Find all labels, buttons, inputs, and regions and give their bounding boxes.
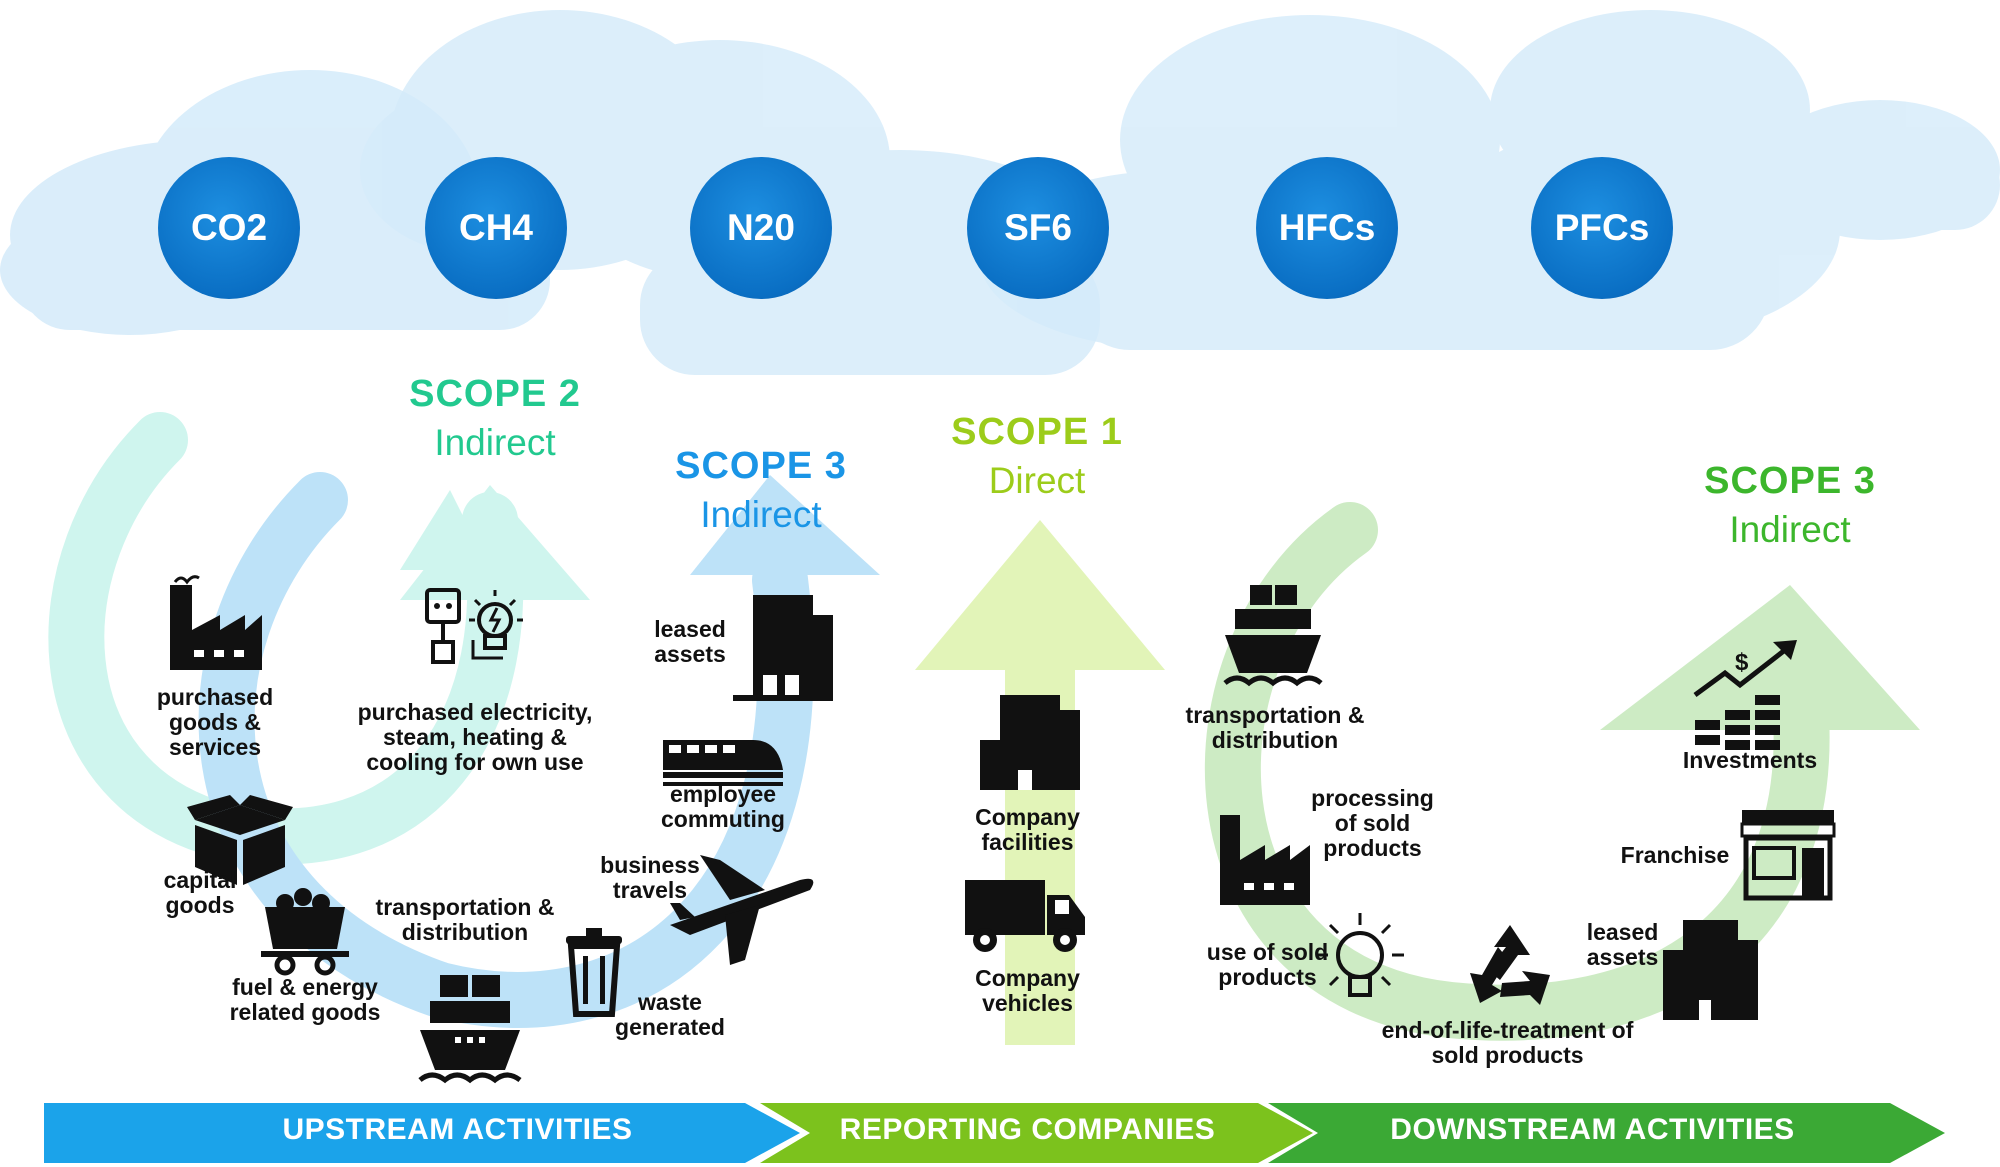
storefront-icon [1740, 810, 1836, 901]
band-downstream-activities: DOWNSTREAM ACTIVITIES [1390, 1113, 1795, 1146]
recycle-icon [1470, 925, 1550, 1005]
scope1-arrowhead [915, 520, 1165, 670]
building-icon [733, 595, 833, 701]
trash-icon [566, 928, 622, 1017]
label-business-travels: business travels [600, 852, 700, 903]
factory-icon [170, 575, 262, 670]
investment-growth-icon: $ [1693, 640, 1797, 750]
scope1-subtitle: Direct [988, 460, 1086, 501]
gas-hfcs: HFCs [1256, 157, 1398, 299]
scope3-down-arrowhead [1600, 585, 1920, 730]
box-icon [187, 795, 293, 885]
label-fuel-energy: fuel & energy related goods [229, 974, 381, 1025]
ship-icon [418, 975, 522, 1084]
label-leased-assets-downstream: leased assets [1586, 919, 1659, 970]
scope3-up-arrowhead [690, 475, 880, 575]
plug-bulb-icon [425, 588, 523, 664]
label-transportation-upstream: transportation & distribution [375, 894, 555, 945]
label-leased-assets-upstream: leased assets [654, 616, 726, 667]
leased-building-icon [1663, 920, 1758, 1020]
label-transportation-downstream: transportation & distribution [1185, 702, 1365, 753]
label-use-of-sold-products: use of sold products [1206, 939, 1329, 990]
label-company-vehicles: Company vehicles [975, 965, 1080, 1016]
scope1-title: SCOPE 1 [951, 411, 1123, 453]
label-capital-goods: capital goods [163, 867, 237, 918]
label-employee-commuting: employee commuting [661, 781, 785, 832]
gas-sf6: SF6 [967, 157, 1109, 299]
label-purchased-goods: purchased goods & services [156, 684, 274, 760]
label-franchise: Franchise [1620, 842, 1730, 868]
airplane-icon [670, 855, 814, 965]
scope2-subtitle: Indirect [434, 422, 556, 463]
label-processing-sold-products: processing of sold products [1311, 785, 1434, 861]
scope3-downstream-title: SCOPE 3 [1704, 460, 1876, 502]
svg-text:$: $ [1735, 649, 1749, 676]
gas-n2o: N20 [690, 157, 832, 299]
company-building-icon [980, 695, 1080, 790]
train-icon [663, 740, 783, 786]
mine-cart-icon [261, 888, 349, 976]
label-end-of-life: end-of-life-treatment of sold products [1381, 1017, 1634, 1068]
cloud-right [980, 10, 2000, 350]
label-investments: Investments [1682, 747, 1818, 773]
label-waste-generated: waste generated [615, 989, 725, 1040]
gas-pfcs: PFCs [1531, 157, 1673, 299]
gas-ch4: CH4 [425, 157, 567, 299]
scope2-title: SCOPE 2 [409, 373, 581, 415]
band-upstream-activities: UPSTREAM ACTIVITIES [282, 1113, 633, 1146]
scope3-downstream-subtitle: Indirect [1729, 509, 1851, 550]
scope3-down-circular-arrow [1204, 502, 1830, 1041]
label-company-facilities: Company facilities [975, 804, 1080, 855]
gas-co2: CO2 [158, 157, 300, 299]
ship-downstream-icon [1223, 585, 1323, 687]
truck-icon [965, 880, 1085, 952]
label-purchased-electricity: purchased electricity, steam, heating & … [357, 699, 593, 775]
scope2-up-arrowhead [400, 485, 590, 600]
lightbulb-icon [1316, 913, 1404, 997]
scope3-upstream-subtitle: Indirect [700, 494, 822, 535]
scope3-upstream-title: SCOPE 3 [675, 445, 847, 487]
bottom-arrow-band [44, 1103, 1945, 1163]
processing-factory-icon [1220, 815, 1310, 905]
band-reporting-companies: REPORTING COMPANIES [839, 1113, 1216, 1146]
